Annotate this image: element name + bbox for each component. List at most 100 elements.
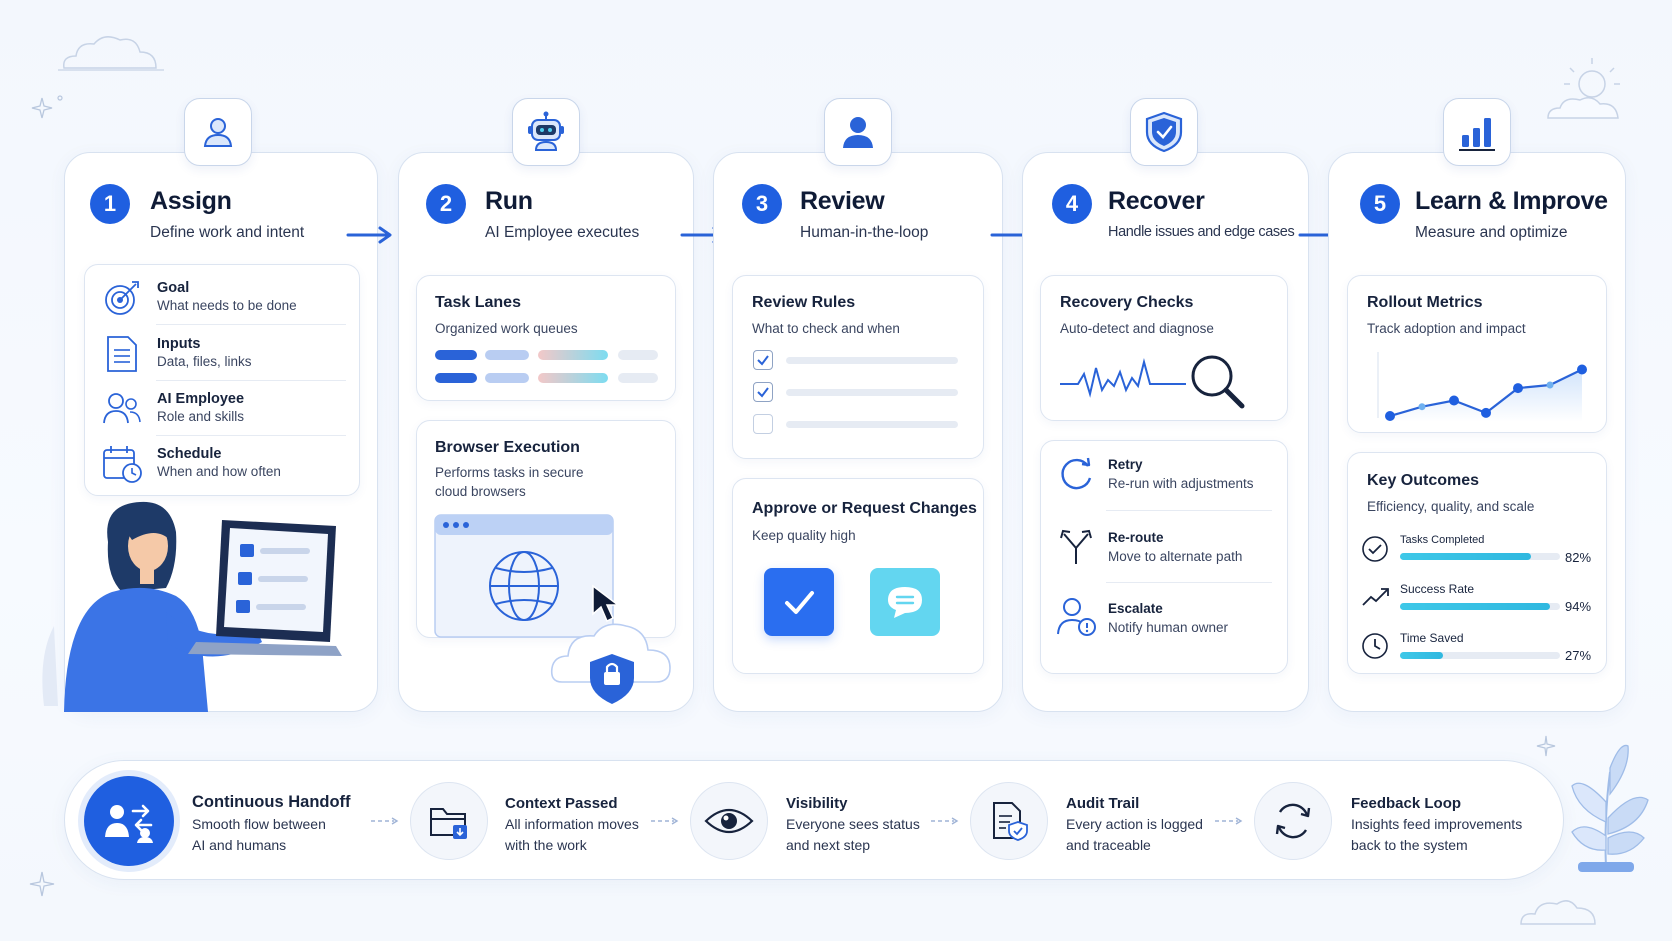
bottom-item-title: Visibility — [786, 795, 848, 812]
bottom-item-circle — [1254, 782, 1332, 860]
rollout-point — [1449, 395, 1459, 406]
handoff-circle — [84, 776, 174, 866]
step-icon-box — [1443, 98, 1511, 166]
robot-icon — [528, 111, 564, 151]
card-title: Browser Execution — [435, 439, 580, 456]
metric-bar — [1400, 652, 1560, 659]
request-changes-button[interactable] — [870, 568, 940, 636]
assign-item-title: Goal — [157, 280, 190, 296]
dashed-arrow-icon — [371, 817, 399, 825]
metric-bar-fill — [1400, 652, 1444, 659]
step-number: 4 — [1052, 184, 1092, 224]
sun-icon — [1547, 58, 1620, 119]
checkbox-checked[interactable] — [753, 350, 773, 370]
check-icon — [757, 387, 769, 398]
shield-check-icon — [1145, 111, 1183, 153]
bottom-item-sub: All information moves — [505, 816, 639, 832]
recover-item-title: Retry — [1108, 457, 1143, 472]
review-rules-card — [732, 275, 984, 459]
step-title: Review — [800, 187, 885, 215]
target-icon — [105, 281, 139, 315]
reviewer-icon — [843, 117, 873, 148]
cloud-icon — [1520, 900, 1596, 925]
secure-cloud-icon — [550, 623, 671, 704]
step-number: 2 — [426, 184, 466, 224]
divider — [1106, 582, 1272, 583]
bottom-item-title: Context Passed — [505, 795, 618, 812]
card-subtitle: Efficiency, quality, and scale — [1367, 499, 1535, 514]
rollout-point — [1385, 411, 1395, 421]
metric-label: Success Rate — [1400, 582, 1475, 596]
key-outcomes-card — [1347, 452, 1607, 674]
lane-pill — [618, 373, 658, 383]
assign-item-title: Schedule — [157, 446, 222, 462]
browser-window-icon — [434, 514, 614, 638]
metric-label: Tasks Completed — [1400, 534, 1485, 546]
step-number: 1 — [90, 184, 130, 224]
card-title: Approve or Request Changes — [752, 500, 977, 517]
bottom-item-sub: Smooth flow between — [192, 816, 326, 832]
step-title: Run — [485, 187, 533, 215]
lane-pill — [538, 350, 608, 360]
rollout-point — [1577, 364, 1587, 375]
checkbox-checked[interactable] — [753, 382, 773, 402]
lane-pill — [435, 350, 477, 360]
rollout-metrics-card — [1347, 275, 1607, 433]
step-subtitle: AI Employee executes — [485, 224, 640, 241]
sparkle-icon — [1536, 735, 1556, 757]
document-icon — [107, 336, 137, 372]
escalate-person-icon — [1057, 598, 1096, 636]
fork-icon — [1060, 529, 1092, 564]
card-subtitle: cloud browsers — [435, 484, 526, 499]
bottom-item-title: Feedback Loop — [1351, 795, 1462, 812]
person-icon — [203, 118, 233, 147]
approve-button[interactable] — [764, 568, 834, 636]
bottom-item-sub: Every action is logged — [1066, 816, 1203, 832]
metric-bar — [1400, 603, 1560, 610]
divider — [156, 380, 346, 381]
metric-value: 94% — [1565, 599, 1592, 614]
check-icon — [757, 355, 769, 366]
chat-bubble-icon — [888, 587, 922, 618]
plant-illustration — [1571, 744, 1649, 872]
card-subtitle: What to check and when — [752, 321, 900, 336]
rollout-line-chart — [1377, 352, 1587, 422]
step-icon-box — [184, 98, 252, 166]
divider — [156, 324, 346, 325]
rollout-point — [1546, 381, 1554, 389]
lane-pill — [485, 373, 529, 383]
assign-item-title: AI Employee — [157, 391, 245, 407]
handoff-icon — [105, 804, 153, 843]
lane-pill — [538, 373, 608, 383]
card-title: Rollout Metrics — [1367, 294, 1483, 311]
check-circle-icon — [1362, 536, 1388, 562]
sparkle-icon — [31, 95, 63, 119]
metric-bar-fill — [1400, 603, 1551, 610]
lane-pill — [485, 350, 529, 360]
metric-value: 82% — [1565, 550, 1592, 565]
recovery-checks-card — [1040, 275, 1288, 421]
metric-value: 27% — [1565, 648, 1592, 663]
checkbox-unchecked[interactable] — [753, 414, 773, 434]
bottom-item-sub: Insights feed improvements — [1351, 816, 1523, 832]
rule-line — [786, 389, 958, 396]
bottom-item-circle — [690, 782, 768, 860]
rule-line — [786, 357, 958, 364]
clock-icon — [1362, 633, 1388, 659]
metric-bar-fill — [1400, 553, 1532, 560]
assign-item-sub: When and how often — [157, 464, 281, 479]
bottom-item-title: Continuous Handoff — [192, 793, 351, 811]
card-title: Task Lanes — [435, 294, 521, 311]
metric-label: Time Saved — [1400, 631, 1464, 645]
lane-pill — [618, 350, 658, 360]
trend-up-icon — [1362, 588, 1389, 606]
step-number: 5 — [1360, 184, 1400, 224]
card-subtitle: Organized work queues — [435, 321, 578, 336]
rollout-point — [1481, 407, 1491, 418]
bottom-item-circle — [410, 782, 488, 860]
step-title: Recover — [1108, 187, 1205, 215]
rollout-area — [1390, 369, 1582, 422]
recover-item-title: Escalate — [1108, 601, 1163, 616]
divider — [156, 435, 346, 436]
card-title: Recovery Checks — [1060, 294, 1194, 311]
